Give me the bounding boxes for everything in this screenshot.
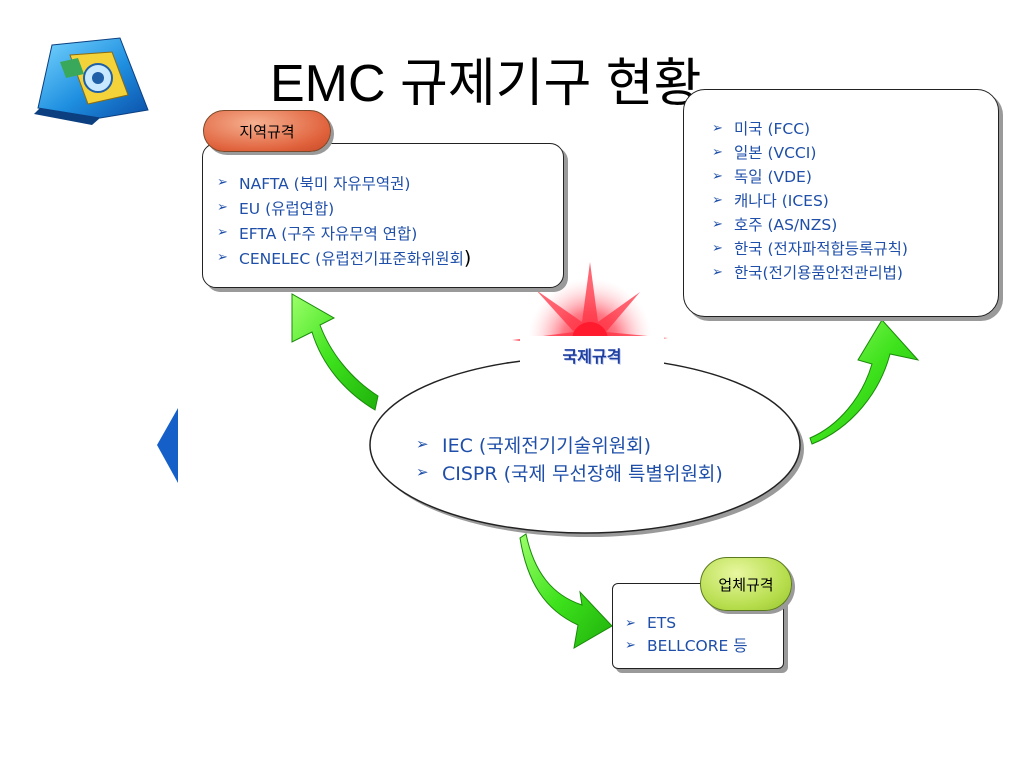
list-item: ➢호주 (AS/NZS) bbox=[712, 216, 838, 234]
arrow-to-national bbox=[809, 319, 920, 445]
left-triangle-icon[interactable] bbox=[157, 408, 178, 483]
arrowhead-bullet-icon: ➢ bbox=[712, 144, 723, 160]
list-item: ➢CENELEC (유럽전기표준화위원회) bbox=[217, 246, 472, 269]
international-label: 국제규격 bbox=[562, 347, 622, 366]
list-item: ➢한국(전기용품안전관리법) bbox=[712, 264, 903, 282]
arrowhead-bullet-icon: ➢ bbox=[625, 615, 636, 631]
list-item: ➢한국 (전자파적합등록규칙) bbox=[712, 240, 908, 258]
list-item: ➢BELLCORE 등 bbox=[625, 637, 748, 655]
list-item: ➢미국 (FCC) bbox=[712, 120, 811, 138]
list-item: ➢CISPR (국제 무선장해 특별위원회) bbox=[416, 462, 723, 485]
arrowhead-bullet-icon: ➢ bbox=[712, 240, 723, 256]
industry-tag: 업체규격 bbox=[700, 557, 792, 611]
industry-list: ➢ETS ➢BELLCORE 등 bbox=[625, 612, 747, 656]
arrowhead-bullet-icon: ➢ bbox=[712, 192, 723, 208]
national-list: ➢미국 (FCC) ➢일본 (VCCI) ➢독일 (VDE) ➢캐나다 (ICE… bbox=[712, 116, 908, 284]
arrowhead-bullet-icon: ➢ bbox=[217, 200, 228, 215]
list-item: ➢EU (유럽연합) bbox=[217, 199, 335, 218]
arrow-to-regional bbox=[291, 293, 379, 411]
list-item: ➢독일 (VDE) bbox=[712, 168, 812, 186]
arrow-to-industry bbox=[519, 533, 613, 649]
arrowhead-bullet-icon: ➢ bbox=[217, 175, 228, 190]
arrowhead-bullet-icon: ➢ bbox=[625, 637, 636, 653]
abstract-3d-logo-icon bbox=[34, 37, 149, 125]
arrowhead-bullet-icon: ➢ bbox=[416, 463, 429, 481]
arrowhead-bullet-icon: ➢ bbox=[217, 250, 228, 265]
arrowhead-bullet-icon: ➢ bbox=[712, 264, 723, 280]
list-item: ➢ETS bbox=[625, 614, 677, 632]
list-item: ➢캐나다 (ICES) bbox=[712, 192, 829, 210]
arrowhead-bullet-icon: ➢ bbox=[416, 435, 429, 453]
page-title: EMC 규제기구 현황 bbox=[270, 55, 702, 113]
arrowhead-bullet-icon: ➢ bbox=[712, 168, 723, 184]
closing-paren: ) bbox=[463, 246, 472, 269]
regional-standards-box: ➢NAFTA (북미 자유무역권) ➢EU (유럽연합) ➢EFTA (구주 자… bbox=[202, 143, 564, 288]
list-item: ➢EFTA (구주 자유무역 연합) bbox=[217, 224, 418, 243]
arrowhead-bullet-icon: ➢ bbox=[712, 120, 723, 136]
list-item: ➢IEC (국제전기기술위원회) bbox=[416, 434, 652, 457]
national-standards-box: ➢미국 (FCC) ➢일본 (VCCI) ➢독일 (VDE) ➢캐나다 (ICE… bbox=[683, 89, 999, 317]
arrowhead-bullet-icon: ➢ bbox=[712, 216, 723, 232]
arrowhead-bullet-icon: ➢ bbox=[217, 225, 228, 240]
regional-tag: 지역규격 bbox=[203, 110, 331, 152]
list-item: ➢일본 (VCCI) bbox=[712, 144, 817, 162]
regional-list: ➢NAFTA (북미 자유무역권) ➢EU (유럽연합) ➢EFTA (구주 자… bbox=[217, 170, 471, 270]
international-list: ➢IEC (국제전기기술위원회) ➢CISPR (국제 무선장해 특별위원회) bbox=[416, 430, 723, 486]
list-item: ➢NAFTA (북미 자유무역권) bbox=[217, 174, 411, 193]
